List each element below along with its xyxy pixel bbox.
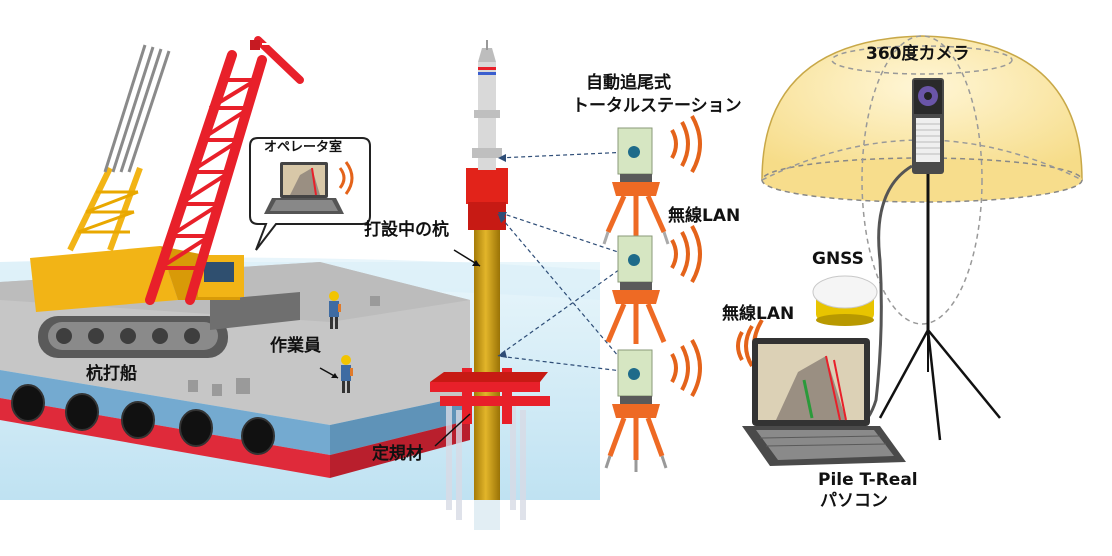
wifi-signal-icon bbox=[670, 115, 764, 397]
gnss-antenna-icon bbox=[812, 275, 878, 326]
dome-360-camera bbox=[761, 35, 1083, 325]
driving-pile bbox=[430, 40, 550, 530]
wifi-signal-icon bbox=[338, 161, 354, 195]
driving-pile-label: 打設中の杭 bbox=[364, 220, 449, 240]
total-station-middle bbox=[605, 235, 667, 344]
camera-360-icon bbox=[912, 78, 944, 174]
operator-room-bubble bbox=[249, 137, 371, 251]
pc-label-line2: パソコン bbox=[820, 491, 888, 511]
operator-room-label: オペレータ室 bbox=[264, 140, 343, 155]
pc-label-line1: Pile T-Real bbox=[818, 470, 918, 490]
camera-tripod bbox=[855, 164, 1001, 441]
operator-laptop-icon bbox=[264, 162, 344, 214]
camera-360-label: 360度カメラ bbox=[866, 44, 970, 64]
total-stations bbox=[602, 127, 670, 472]
pile-barge-label: 杭打船 bbox=[86, 364, 137, 384]
worker-figures bbox=[319, 291, 353, 393]
fender-tires bbox=[11, 384, 275, 455]
guide-frame bbox=[430, 368, 550, 424]
wireless-lan-label-2: 無線LAN bbox=[722, 304, 795, 324]
measurement-lines bbox=[497, 151, 631, 373]
total-station-bottom bbox=[604, 349, 668, 472]
total-station-label-line1: 自動追尾式 bbox=[586, 73, 671, 93]
wireless-lan-label-1: 無線LAN bbox=[668, 206, 741, 226]
gnss-label: GNSS bbox=[812, 249, 864, 269]
guide-frame-label: 定規材 bbox=[372, 444, 423, 464]
total-station-top bbox=[602, 127, 670, 248]
crawler-crane bbox=[30, 36, 304, 358]
total-station-label-line2: トータルステーション bbox=[572, 96, 742, 116]
pile-treal-laptop-icon bbox=[742, 338, 906, 466]
worker-label: 作業員 bbox=[270, 336, 321, 356]
